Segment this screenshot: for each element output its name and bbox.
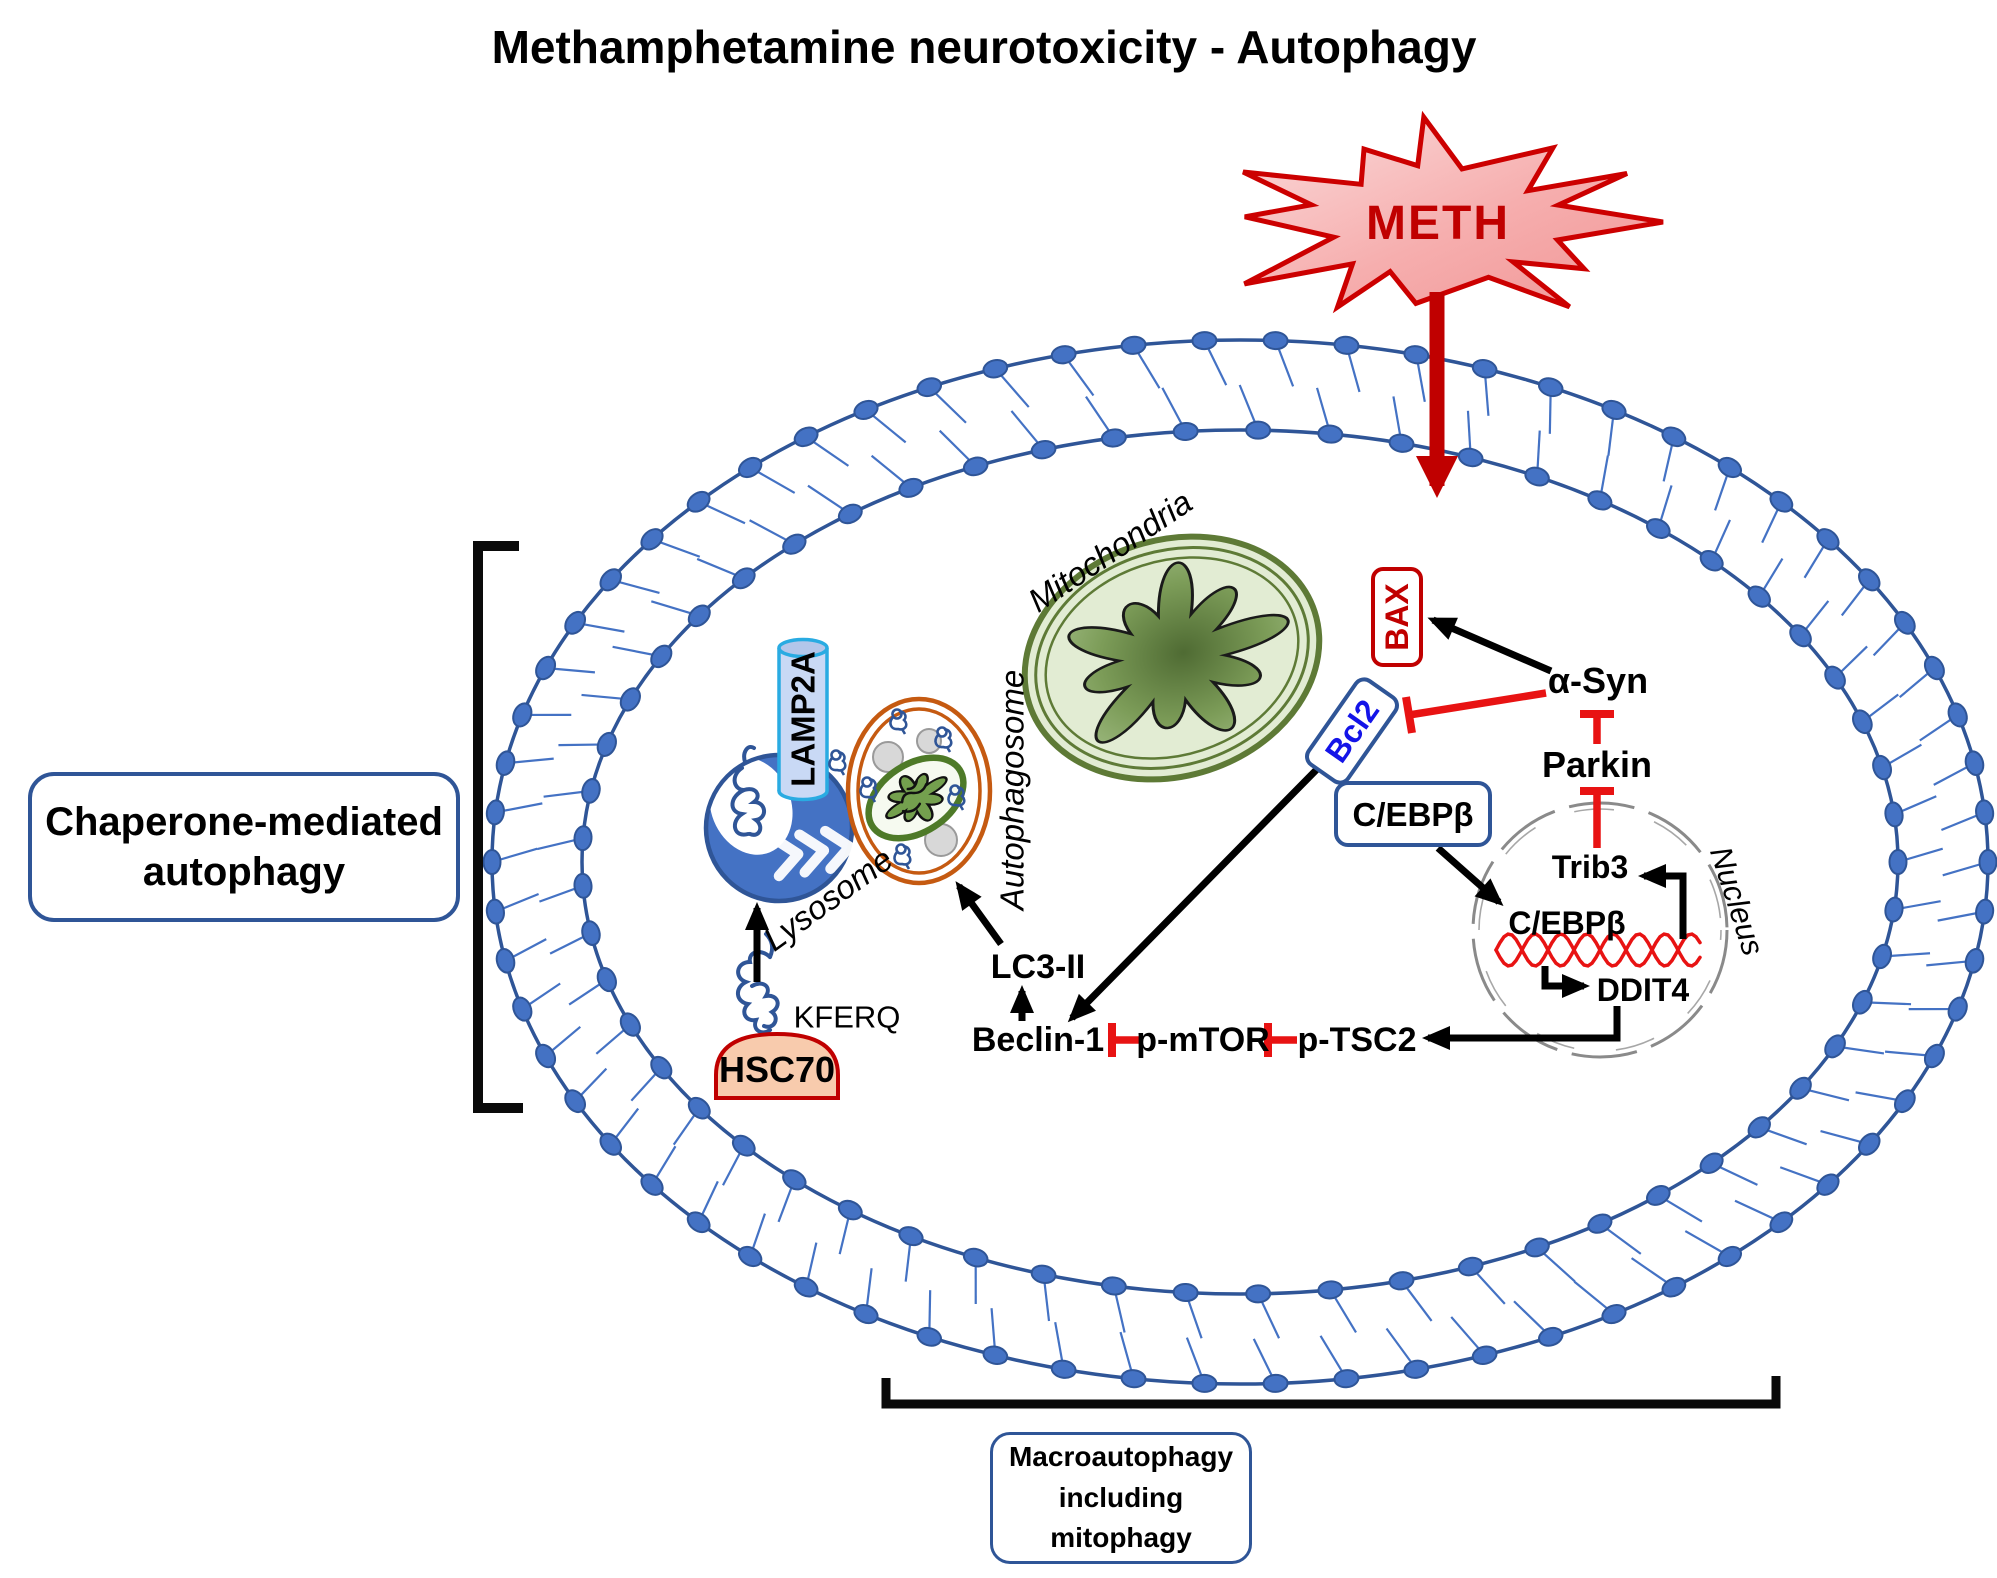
meth-starburst [1242,110,1664,314]
cebpb-nuclear-label: C/EBPβ [1508,905,1626,941]
meth-label: METH [1366,197,1510,250]
chaperone-callout-line2: autophagy [142,850,346,894]
macro-callout-line1: Macroautophagy [1008,1441,1234,1473]
lc3-ii-label: LC3-II [990,948,1086,986]
trib3-label: Trib3 [1551,849,1629,885]
autophagosome-label: Autophagosome [993,669,1031,911]
cebpb-cytosol-badge: C/EBPβ [1334,781,1492,847]
bracket-left [473,541,523,1113]
p-tsc2-label: p-TSC2 [1297,1021,1417,1059]
autophagosome-illustration [828,696,993,886]
dna-strand [1494,932,1702,968]
kferq-substrate [736,932,780,1035]
arrow-bcl2-to-beclin1 [1067,754,1332,1023]
bax-label: BAX [1379,583,1415,651]
hsc70-label: HSC70 [718,1049,836,1090]
bracket-bottom [881,1376,1781,1409]
hsc70-shape [714,1031,840,1100]
inhibit-pmtor-beclin1 [1108,1023,1140,1057]
inhibit-parkin-asyn [1580,710,1614,744]
inhibit-asyn-bcl2 [1402,689,1547,734]
cell-membrane [482,331,1997,1393]
activation-arrows [745,616,1687,1050]
lamp2a-label: LAMP2A [784,651,822,787]
arrow-cebpb-to-nucleus [1435,845,1504,906]
ubiquitin-icon [828,749,847,777]
lysosome-substrate-squiggle [730,745,766,837]
p-mtor-label: p-mTOR [1136,1021,1270,1059]
bax-badge: BAX [1371,567,1423,667]
beclin1-label: Beclin-1 [971,1021,1105,1059]
page-title: Methamphetamine neurotoxicity - Autophag… [491,21,1477,73]
chaperone-callout-line1: Chaperone-mediated [45,800,443,844]
translocation-chevrons-icon [768,825,855,882]
arrow-ddit4-to-ptsc2 [1422,1006,1621,1050]
kferq-label: KFERQ [793,999,901,1035]
arrow-dna-to-ddit4 [1541,966,1590,998]
macro-callout: Macroautophagy including mitophagy [990,1432,1252,1564]
parkin-label: Parkin [1541,744,1653,785]
arrow-dna-to-trib3 [1638,864,1687,939]
mitochondria-illustration [1021,533,1323,783]
cebpb-cytosol-label: C/EBPβ [1352,795,1474,833]
inhibit-trib3-parkin [1580,787,1614,848]
chaperone-callout: Chaperone-mediated autophagy [28,772,460,922]
arrow-asyn-to-bax [1427,616,1553,675]
inhibit-ptsc2-pmtor [1264,1023,1297,1057]
engulfed-mitochondrion-icon [865,754,967,842]
arrow-lc3ii-to-autophagosome [955,881,1004,947]
inhibition-bars [1108,689,1614,1057]
alpha-syn-label: α-Syn [1547,660,1649,701]
lamp2a-channel [777,637,829,802]
ddit4-label: DDIT4 [1596,972,1690,1008]
macro-callout-line2: including mitophagy [1050,1481,1192,1554]
